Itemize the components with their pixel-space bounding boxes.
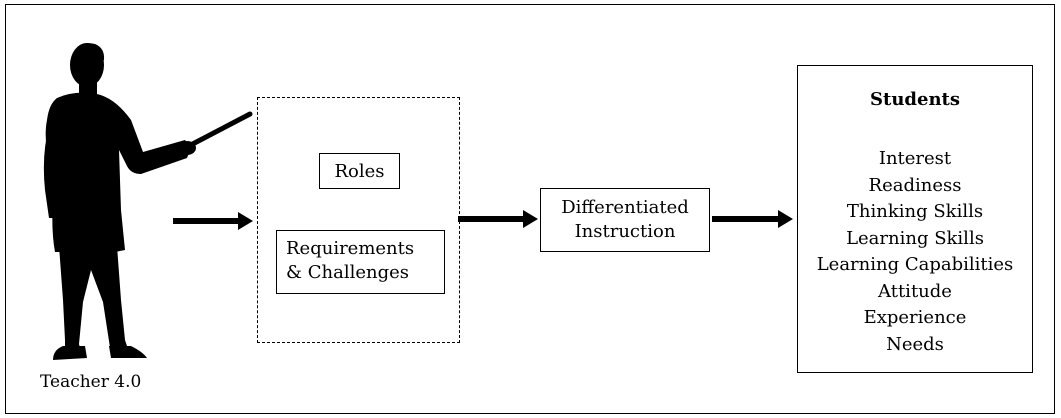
requirements-label-line1: Requirements	[286, 238, 415, 259]
students-attribute-list: Interest Readiness Thinking Skills Learn…	[798, 146, 1032, 358]
teacher-silhouette-icon	[43, 43, 253, 360]
di-label-line1: Differentiated	[561, 197, 689, 218]
requirements-challenges-box: Requirements & Challenges	[276, 230, 445, 294]
di-label-line2: Instruction	[574, 221, 676, 242]
student-attribute-item: Readiness	[868, 174, 962, 196]
requirements-label-line2: & Challenges	[286, 262, 410, 283]
student-attribute-item: Learning Capabilities	[816, 254, 1014, 275]
arrow-teacher-to-components	[173, 212, 253, 230]
student-attribute-item: Interest	[878, 148, 952, 169]
figure-frame	[5, 4, 1055, 414]
students-title: Students	[870, 89, 960, 110]
differentiated-instruction-box: Differentiated Instruction	[540, 188, 710, 252]
teacher-components-group	[257, 97, 460, 343]
arrow-components-to-di	[458, 210, 538, 228]
student-attribute-item: Experience	[863, 307, 967, 328]
student-attribute-item: Learning Skills	[846, 227, 984, 249]
arrow-di-to-students	[712, 210, 793, 228]
roles-box: Roles	[319, 153, 400, 189]
students-box: Students Interest Readiness Thinking Ski…	[797, 65, 1033, 373]
student-attribute-item: Attitude	[878, 280, 952, 302]
teacher-label: Teacher 4.0	[40, 372, 142, 392]
student-attribute-item: Thinking Skills	[846, 201, 984, 222]
student-attribute-item: Needs	[886, 333, 944, 355]
roles-label: Roles	[334, 160, 385, 182]
